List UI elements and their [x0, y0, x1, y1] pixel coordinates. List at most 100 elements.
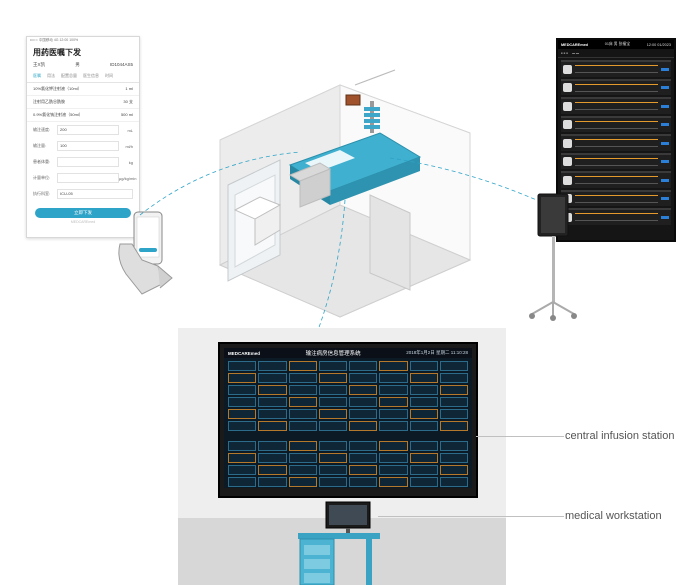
bed-cell[interactable]	[409, 421, 438, 431]
bed-cell[interactable]	[318, 397, 347, 407]
drug-item[interactable]: 10%氯化钾注射液（10ml） 1 ml	[27, 83, 139, 96]
bed-cell[interactable]	[258, 385, 287, 395]
bed-cell[interactable]	[318, 477, 347, 487]
bed-cell[interactable]	[439, 385, 468, 395]
bed-cell[interactable]	[409, 361, 438, 371]
bed-cell[interactable]	[288, 477, 317, 487]
bed-cell[interactable]	[258, 453, 287, 463]
bed-cell[interactable]	[379, 453, 408, 463]
bed-cell[interactable]	[439, 397, 468, 407]
bed-cell[interactable]	[288, 373, 317, 383]
bed-cell[interactable]	[258, 409, 287, 419]
bed-cell[interactable]	[228, 385, 257, 395]
bed-cell[interactable]	[409, 373, 438, 383]
bed-cell[interactable]	[228, 373, 257, 383]
bed-cell[interactable]	[288, 465, 317, 475]
bed-cell[interactable]	[228, 465, 257, 475]
tab-orders[interactable]: 医嘱	[33, 73, 41, 78]
bed-cell[interactable]	[349, 421, 378, 431]
pump-row[interactable]	[561, 60, 671, 77]
bed-cell[interactable]	[349, 409, 378, 419]
bed-cell[interactable]	[258, 421, 287, 431]
bed-cell[interactable]	[379, 397, 408, 407]
bed-cell[interactable]	[439, 465, 468, 475]
bed-cell[interactable]	[258, 465, 287, 475]
bed-cell[interactable]	[228, 441, 257, 451]
bed-cell[interactable]	[318, 421, 347, 431]
bed-cell[interactable]	[409, 465, 438, 475]
pump-row[interactable]	[561, 78, 671, 95]
bed-cell[interactable]	[258, 441, 287, 451]
bed-cell[interactable]	[318, 373, 347, 383]
bed-cell[interactable]	[349, 361, 378, 371]
pump-row[interactable]	[561, 115, 671, 132]
bed-cell[interactable]	[409, 409, 438, 419]
bed-cell[interactable]	[379, 385, 408, 395]
bed-cell[interactable]	[439, 409, 468, 419]
bed-cell[interactable]	[349, 385, 378, 395]
drug-item[interactable]: 注射用乙酰谷酰胺 30 支	[27, 96, 139, 109]
tab-total[interactable]: 配置总量	[61, 73, 77, 78]
bed-cell[interactable]	[288, 453, 317, 463]
bed-cell[interactable]	[349, 441, 378, 451]
bed-cell[interactable]	[379, 441, 408, 451]
bed-cell[interactable]	[228, 361, 257, 371]
tab-time[interactable]: 时间	[105, 73, 113, 78]
bed-cell[interactable]	[409, 441, 438, 451]
pump-row[interactable]	[561, 97, 671, 114]
bed-cell[interactable]	[409, 477, 438, 487]
pump-row[interactable]	[561, 152, 671, 169]
pump-row[interactable]	[561, 171, 671, 188]
bed-cell[interactable]	[349, 397, 378, 407]
bed-cell[interactable]	[228, 453, 257, 463]
infusion-speed-field[interactable]: 200	[57, 125, 119, 135]
bed-cell[interactable]	[409, 397, 438, 407]
tab-usage[interactable]: 用法	[47, 73, 55, 78]
bed-cell[interactable]	[288, 385, 317, 395]
bed-cell[interactable]	[409, 385, 438, 395]
bed-cell[interactable]	[288, 397, 317, 407]
bed-cell[interactable]	[288, 361, 317, 371]
bed-cell[interactable]	[318, 441, 347, 451]
bed-cell[interactable]	[258, 397, 287, 407]
bed-cell[interactable]	[349, 477, 378, 487]
bed-cell[interactable]	[439, 421, 468, 431]
bed-cell[interactable]	[318, 465, 347, 475]
bed-cell[interactable]	[228, 397, 257, 407]
tab-doctor[interactable]: 医生信息	[83, 73, 99, 78]
bed-cell[interactable]	[288, 421, 317, 431]
bed-cell[interactable]	[258, 361, 287, 371]
bed-cell[interactable]	[228, 421, 257, 431]
bed-cell[interactable]	[318, 361, 347, 371]
submit-order-button[interactable]: 立即下发	[35, 208, 131, 218]
bed-cell[interactable]	[439, 361, 468, 371]
bed-cell[interactable]	[349, 453, 378, 463]
bed-cell[interactable]	[439, 453, 468, 463]
patient-weight-field[interactable]	[57, 157, 119, 167]
bed-cell[interactable]	[318, 385, 347, 395]
dose-unit-select[interactable]	[57, 173, 119, 183]
bed-cell[interactable]	[379, 465, 408, 475]
bed-cell[interactable]	[439, 373, 468, 383]
bed-cell[interactable]	[439, 477, 468, 487]
bed-cell[interactable]	[379, 409, 408, 419]
bed-cell[interactable]	[288, 409, 317, 419]
drug-item[interactable]: 0.9%氯化钠注射液（50ml） 500 ml	[27, 109, 139, 122]
infusion-volume-field[interactable]: 100	[57, 141, 119, 151]
bed-cell[interactable]	[349, 465, 378, 475]
bed-cell[interactable]	[258, 477, 287, 487]
bed-cell[interactable]	[318, 409, 347, 419]
bed-cell[interactable]	[439, 441, 468, 451]
bed-cell[interactable]	[318, 453, 347, 463]
bed-cell[interactable]	[288, 441, 317, 451]
bed-cell[interactable]	[379, 373, 408, 383]
bed-cell[interactable]	[379, 421, 408, 431]
bed-cell[interactable]	[409, 453, 438, 463]
bed-cell[interactable]	[349, 373, 378, 383]
department-field[interactable]: ICU-05	[57, 189, 133, 199]
bed-cell[interactable]	[228, 409, 257, 419]
pump-row[interactable]	[561, 134, 671, 151]
bed-cell[interactable]	[379, 477, 408, 487]
bed-cell[interactable]	[258, 373, 287, 383]
bed-cell[interactable]	[379, 361, 408, 371]
